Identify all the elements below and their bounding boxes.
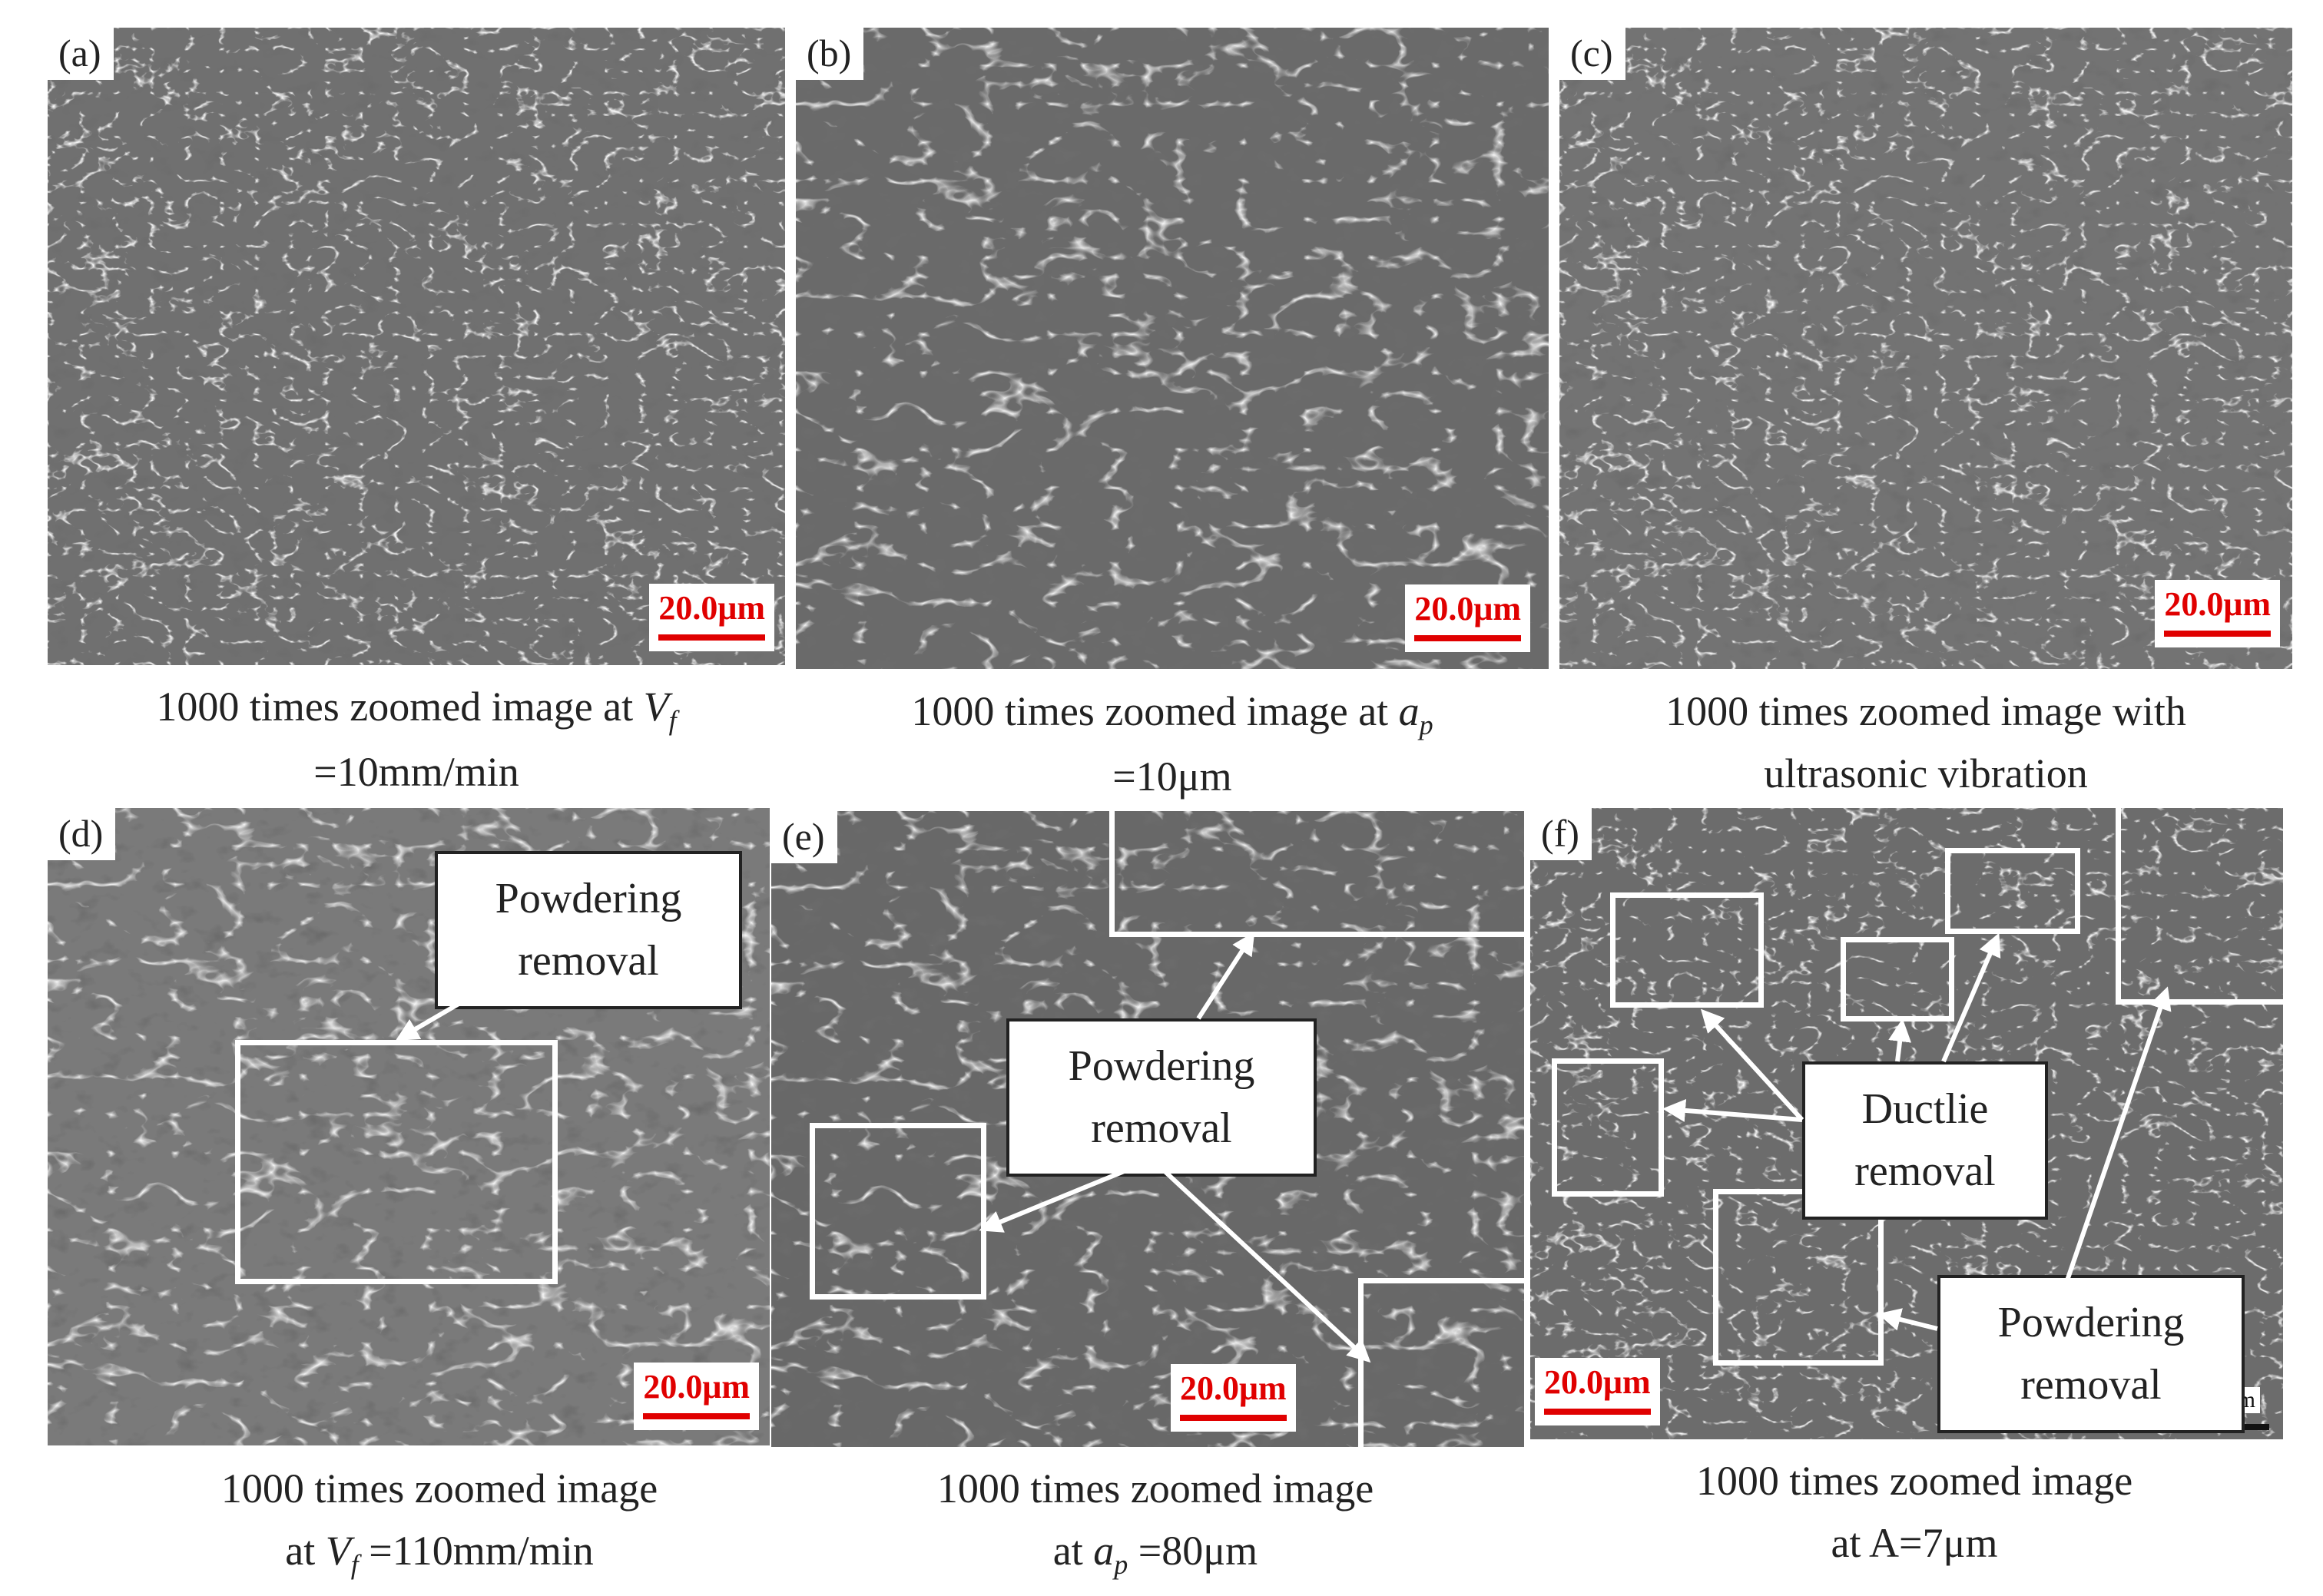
scale-bar: 20.0μm [1405,584,1530,652]
scale-bar-line [1544,1409,1651,1415]
sem-image-b: (b) 20.0μm [796,28,1549,669]
highlight-box [1713,1189,1884,1366]
caption-d: 1000 times zoomed image at Vf =110mm/min [220,1465,658,1580]
highlight-box [1552,1058,1664,1197]
scale-bar: 20.0μm [1535,1357,1660,1425]
caption-c: 1000 times zoomed image with ultrasonic … [1665,688,2186,796]
scale-bar: 20.0μm [634,1362,759,1430]
callout-powdering-removal: Powdering removal [435,851,742,1010]
panel-label: (b) [796,28,864,80]
sem-texture [1559,28,2292,669]
scale-bar-text: 20.0μm [2164,584,2271,623]
highlight-box [1610,892,1764,1008]
scale-bar-line [1180,1415,1287,1421]
scale-bar: 20.0μm [1171,1363,1296,1432]
panel-label: (a) [48,28,114,80]
callout-powdering-removal: Powdering removal [1937,1275,2245,1434]
scale-bar-text: 20.0μm [1180,1369,1287,1407]
caption-f: 1000 times zoomed image at A=7μm [1695,1458,2133,1566]
panel-label: (d) [48,808,116,860]
sem-image-c: (c) 20.0μm [1559,28,2292,669]
highlight-box [1945,848,2080,934]
scale-bar-line [643,1413,750,1419]
inset-box-bottom-right [1358,1278,1524,1447]
caption-b: 1000 times zoomed image at ap =10μm [911,688,1433,800]
sem-texture [48,28,785,665]
highlight-box [810,1123,986,1300]
inset-box-top-right [2116,808,2283,1005]
callout-powdering-removal: Powdering removal [1006,1018,1317,1177]
scale-bar-line [658,634,765,641]
scale-bar-line [2164,631,2271,637]
highlight-box [235,1040,558,1284]
panel-label: (c) [1559,28,1625,80]
sem-image-a: (a) 20.0μm [48,28,785,665]
sem-texture [796,28,1549,669]
caption-e: 1000 times zoomed image at ap =80μm [936,1465,1374,1580]
scale-bar-text: 20.0μm [1414,589,1521,627]
scale-bar-text: 20.0μm [658,588,765,627]
scale-bar-text: 20.0μm [643,1367,750,1406]
scale-bar: 20.0μm [2155,579,2280,647]
scale-bar-text: 20.0μm [1544,1363,1651,1401]
panel-label: (e) [771,811,837,863]
sem-texture [771,811,1524,1447]
scale-bar-line [1414,635,1521,641]
highlight-box [1841,937,1954,1022]
inset-box-top-right [1109,811,1524,937]
caption-a: 1000 times zoomed image at Vf =10mm/min [156,684,677,795]
callout-ductile-removal: Ductlie removal [1802,1061,2048,1220]
panel-label: (f) [1530,808,1592,860]
scale-bar: 20.0μm [649,583,774,651]
